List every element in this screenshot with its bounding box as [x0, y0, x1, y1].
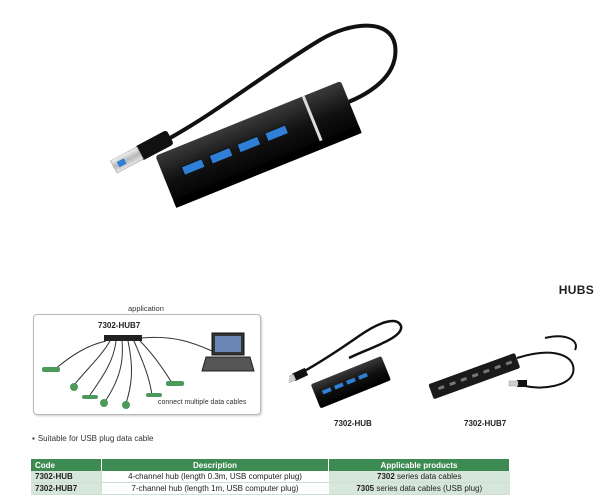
cell-applicable-products: 7302 series data cables: [328, 471, 510, 483]
cell-code: 7302-HUB7: [31, 482, 102, 495]
feature-note: ▪Suitable for USB plug data cable: [32, 434, 153, 443]
product-series-code: 7302: [377, 472, 395, 481]
product-label-7302-hub: 7302-HUB: [334, 419, 372, 428]
product-series-text: series data cables: [394, 472, 462, 481]
header-code: Code: [31, 459, 102, 471]
product-series-text: series data cables (USB plug): [374, 484, 483, 493]
cell-code: 7302-HUB: [31, 471, 102, 483]
header-description: Description: [101, 459, 329, 471]
cell-description: 4-channel hub (length 0.3m, USB computer…: [101, 471, 329, 483]
header-applicable-products: Applicable products: [328, 459, 510, 471]
application-hub-label: 7302-HUB7: [98, 321, 141, 330]
product-image-7-port-hub: [428, 335, 577, 399]
product-series-code: 7305: [356, 484, 375, 493]
cell-description: 7-channel hub (length 1m, USB computer p…: [101, 482, 329, 495]
cell-applicable-products: 7305 series data cables (USB plug): [328, 482, 510, 495]
table-row: 7302-HUB 4-channel hub (length 0.3m, USB…: [31, 471, 510, 483]
hero-usb-hub-image: [110, 23, 398, 208]
feature-text: Suitable for USB plug data cable: [37, 434, 154, 443]
product-label-7302-hub7: 7302-HUB7: [464, 419, 507, 428]
application-connect-note: connect multiple data cables: [158, 399, 247, 406]
bullet-icon: ▪: [32, 434, 35, 443]
table-header-row: Code Description Applicable products: [31, 459, 510, 471]
table-row: 7302-HUB7 7-channel hub (length 1m, USB …: [31, 482, 510, 495]
section-title: HUBS: [558, 283, 594, 297]
product-image-4-port-hub: [289, 319, 403, 408]
application-diagram: [42, 332, 255, 409]
spec-table: Code Description Applicable products 730…: [31, 459, 510, 495]
application-caption: application: [128, 304, 164, 313]
